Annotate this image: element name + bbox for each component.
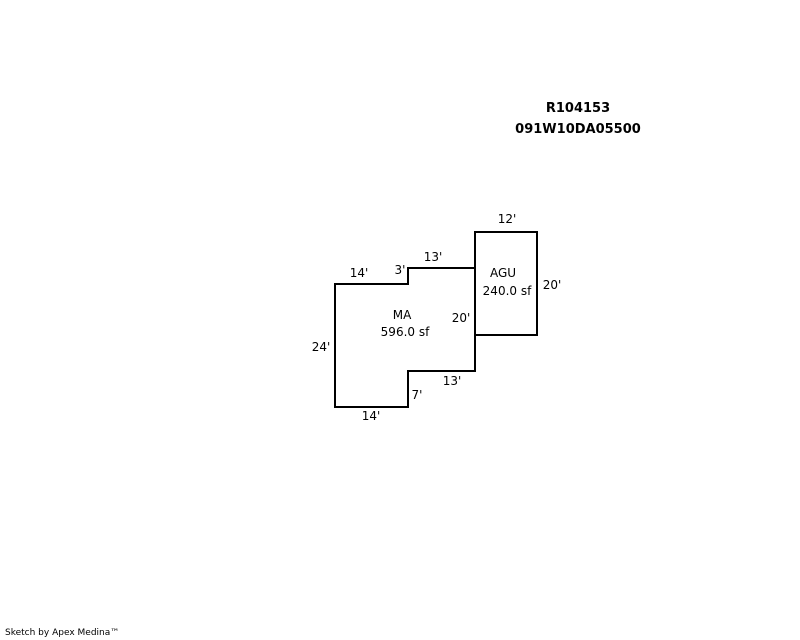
footer-credit: Sketch by Apex Medina™ bbox=[5, 628, 120, 638]
garage-area-size: 240.0 sf bbox=[483, 284, 532, 298]
garage-area-outline bbox=[474, 231, 538, 336]
dim-ma-top-left: 14' bbox=[350, 266, 369, 280]
dim-ma-top-right: 13' bbox=[424, 250, 443, 264]
dim-ma-right-shared: 20' bbox=[452, 311, 471, 325]
dim-ma-left: 24' bbox=[312, 340, 331, 354]
dim-ma-lower-right: 13' bbox=[443, 374, 462, 388]
map-number: 091W10DA05500 bbox=[515, 122, 641, 137]
parcel-id: R104153 bbox=[545, 101, 611, 116]
main-area-size: 596.0 sf bbox=[381, 325, 430, 339]
dim-ma-bottom: 14' bbox=[362, 409, 381, 423]
main-area-outline bbox=[334, 267, 476, 408]
dim-agu-top: 12' bbox=[498, 212, 517, 226]
main-area-code: MA bbox=[393, 308, 412, 322]
dim-agu-right: 20' bbox=[543, 278, 562, 292]
dim-ma-step-down: 7' bbox=[412, 388, 423, 402]
dim-ma-step-up: 3' bbox=[395, 263, 406, 277]
garage-area-code: AGU bbox=[490, 266, 516, 280]
